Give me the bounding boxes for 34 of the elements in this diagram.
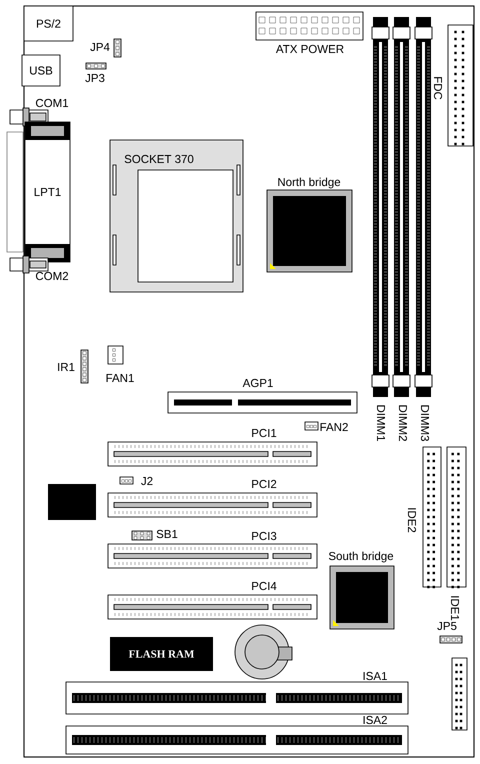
component-label: IDE2: [408, 508, 416, 532]
component-label: ATX POWER: [276, 44, 344, 54]
component-label: FAN2: [320, 423, 348, 432]
component-label: COM1: [36, 98, 68, 108]
component-label: JP5: [437, 622, 456, 630]
ps2-port: PS/2: [24, 6, 74, 42]
component-label: AGP1: [242, 378, 273, 388]
component-label: South bridge: [328, 552, 394, 562]
component-label: ISA1: [364, 672, 387, 680]
component-label: DIMM1: [377, 405, 385, 441]
component-label: SB1: [156, 530, 178, 538]
component-label: DIMM2: [399, 405, 408, 441]
component-label: PCI2: [252, 480, 276, 488]
component-label: ISA2: [364, 716, 387, 724]
component-label: SOCKET 370: [124, 154, 194, 164]
component-label: PCI3: [252, 532, 276, 540]
component-label: JP3: [85, 74, 104, 82]
component-label: IDE1: [451, 596, 459, 620]
component-label: IR1: [58, 363, 74, 371]
component-label: North bridge: [278, 178, 340, 188]
pin-header: [452, 658, 468, 730]
component-label: PCI4: [252, 582, 276, 590]
usb-port: USB: [22, 54, 60, 86]
component-label: DIMM3: [420, 405, 430, 442]
battery: [234, 624, 292, 680]
bios-chip: FLASH RAM: [110, 637, 213, 671]
component-label: FAN1: [106, 374, 134, 382]
component-label: J2: [141, 476, 152, 486]
component-label: JP4: [90, 43, 110, 52]
component-label: COM2: [36, 272, 68, 280]
component-label: FDC: [434, 77, 442, 100]
component-label: PCI1: [252, 428, 276, 438]
chip: [48, 484, 96, 520]
lpt-port: LPT1: [6, 122, 70, 262]
